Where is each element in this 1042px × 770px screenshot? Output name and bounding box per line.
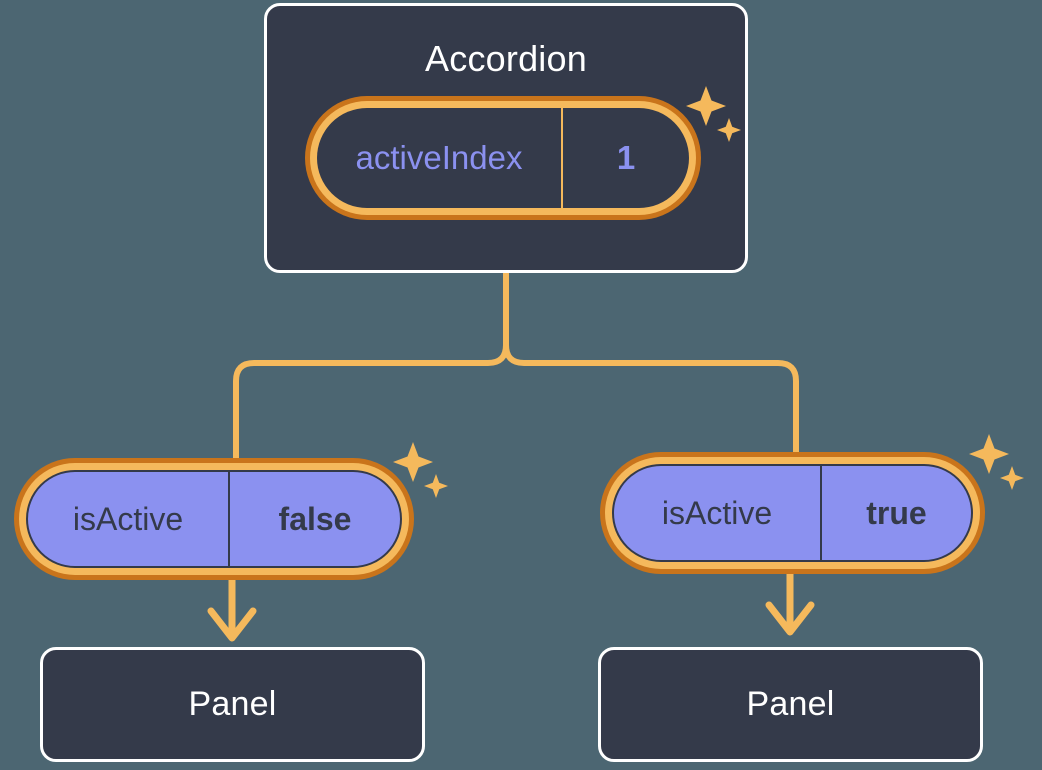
component-title-panel-left: Panel [188, 685, 277, 723]
props-pill-key: isActive [28, 472, 230, 566]
pill-body: isActive true [612, 464, 973, 562]
state-pill-key: activeIndex [317, 108, 563, 208]
state-pill-value: 1 [616, 139, 636, 176]
component-node-panel-left[interactable]: Panel [40, 647, 425, 762]
props-pill-isactive-true[interactable]: isActive true [600, 452, 985, 574]
component-node-panel-right[interactable]: Panel [598, 647, 983, 762]
arrow-down-icon-right [765, 574, 815, 636]
connector-root-to-left-branch [233, 342, 509, 461]
pill-body: isActive false [26, 470, 402, 568]
pill-ring-inner: isActive false [19, 463, 409, 575]
state-pill-activeindex[interactable]: activeIndex 1 [305, 96, 701, 220]
pill-body: activeIndex 1 [317, 108, 689, 208]
connector-root-to-branches [503, 270, 799, 455]
pill-ring-inner: activeIndex 1 [310, 101, 696, 215]
component-title-accordion: Accordion [425, 38, 587, 79]
props-pill-value: false [278, 500, 352, 537]
arrow-down-icon-left [207, 580, 257, 642]
props-pill-isactive-false[interactable]: isActive false [14, 458, 414, 580]
pill-ring-inner: isActive true [605, 457, 980, 569]
props-pill-key: isActive [614, 466, 822, 560]
component-title-panel-right: Panel [746, 685, 835, 723]
props-pill-value: true [866, 494, 927, 531]
